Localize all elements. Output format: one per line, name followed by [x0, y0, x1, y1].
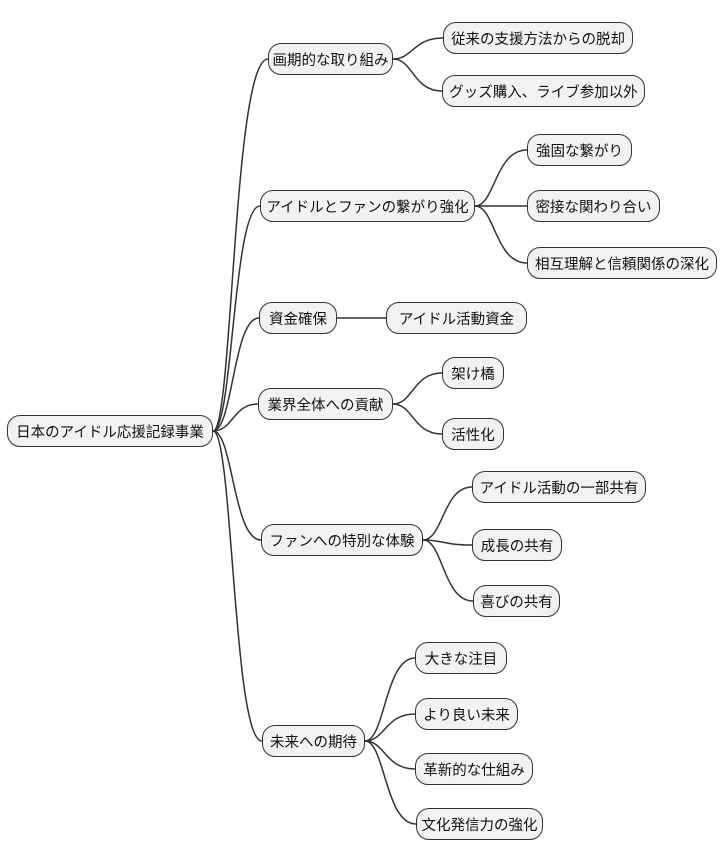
edge-future-cultural-strength: [364, 740, 417, 825]
edge-root-idol-fan-bond: [212, 205, 261, 432]
edge-root-funding: [212, 317, 260, 432]
leaf-innovative-system: 革新的な仕組み: [415, 753, 533, 785]
leaf-close-involvement: 密接な関わり合い: [527, 190, 660, 222]
leaf-strong-bond: 強固な繋がり: [527, 134, 632, 166]
node-idol-fan-bond: アイドルとファンの繋がり強化: [260, 190, 475, 222]
node-funding: 資金確保: [259, 302, 337, 334]
edge-innovative-escape-traditional: [392, 37, 444, 60]
leaf-beyond-goods-live: グッズ購入、ライブ参加以外: [442, 75, 645, 107]
node-root: 日本のアイドル応援記録事業: [7, 415, 213, 447]
leaf-idol-activity-funds: アイドル活動資金: [386, 302, 527, 334]
leaf-escape-traditional-support: 従来の支援方法からの脱却: [443, 22, 633, 54]
edge-root-innovative-initiatives: [212, 58, 269, 432]
leaf-cultural-strength: 文化発信力の強化: [416, 808, 543, 840]
edge-experience-share-activities: [422, 486, 473, 541]
edge-experience-share-growth: [422, 539, 473, 546]
edge-bond-mutual-understanding: [474, 205, 528, 264]
node-special-fan-experience: ファンへの特別な体験: [261, 524, 423, 556]
node-industry-contribution: 業界全体への貢献: [258, 388, 393, 420]
edge-root-industry-contribution: [212, 403, 259, 432]
edge-industry-bridge: [392, 372, 443, 405]
leaf-bridge: 架け橋: [442, 357, 504, 389]
edge-experience-share-joy: [422, 539, 474, 602]
node-innovative-initiatives: 画期的な取り組み: [268, 43, 393, 75]
edge-root-future-expectations: [212, 430, 263, 742]
leaf-share-idol-activities: アイドル活動の一部共有: [472, 471, 646, 503]
edge-future-innovative-system: [364, 740, 416, 770]
edge-root-special-fan-experience: [212, 430, 262, 541]
leaf-better-future: より良い未来: [415, 698, 518, 730]
node-future-expectations: 未来への期待: [262, 725, 365, 757]
leaf-mutual-understanding-trust: 相互理解と信頼関係の深化: [527, 247, 717, 279]
edge-future-big-attention: [364, 657, 416, 742]
leaf-revitalization: 活性化: [442, 418, 504, 450]
edge-innovative-beyond-goods-live: [392, 58, 443, 92]
leaf-big-attention: 大きな注目: [415, 642, 507, 674]
edge-future-better-future: [364, 713, 416, 742]
edge-bond-strong-bond: [474, 149, 528, 207]
leaf-share-joy: 喜びの共有: [473, 585, 560, 617]
edge-industry-revitalization: [392, 403, 443, 435]
leaf-share-growth: 成長の共有: [472, 529, 562, 561]
